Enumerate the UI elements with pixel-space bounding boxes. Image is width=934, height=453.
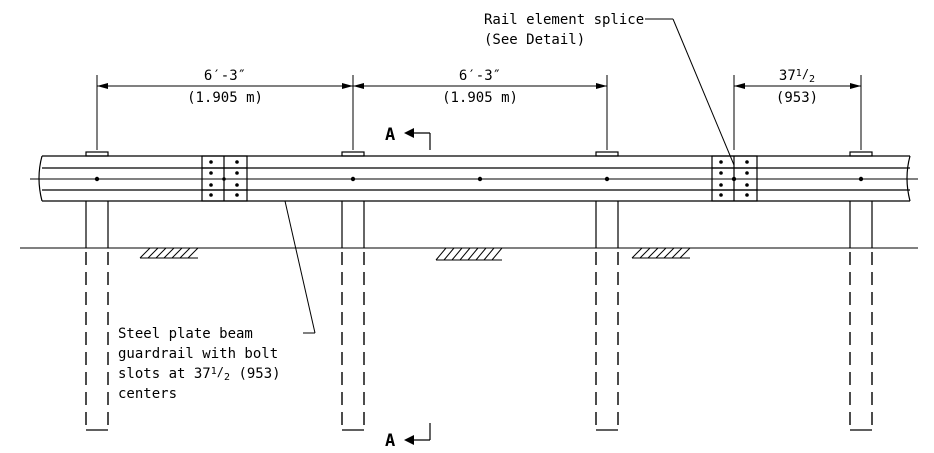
callout-splice: Rail element splice (See Detail) [484,12,735,166]
dimension-slot: 371/2 (953) [733,67,862,150]
callout-beam: Steel plate beam guardrail with bolt slo… [118,200,316,402]
section-marker-bottom: A [385,423,431,451]
span-1-metric-label: (1.905 m) [187,90,263,106]
splice-left [201,155,248,202]
bolt-points [94,176,864,182]
beam-callout-line1: Steel plate beam [118,326,253,342]
slot-dimension-label: 371/2 [779,67,815,85]
beam-callout-line4: centers [118,386,177,402]
span-1-imperial-label: 6′-3″ [204,68,246,84]
beam-callout-line3: slots at 371/2 (953) [118,365,281,383]
splice-callout-line2: (See Detail) [484,32,585,48]
soil-hatch-middle [435,247,503,261]
span-2-imperial-label: 6′-3″ [459,68,501,84]
soil-hatch-left [139,247,199,259]
span-2-metric-label: (1.905 m) [442,90,518,106]
post-caps [85,151,873,157]
post-4 [849,201,873,431]
soil-hatch-right [631,247,691,259]
dimension-span-2: 6′-3″ (1.905 m) [353,68,608,150]
dimension-span-1: 6′-3″ (1.905 m) [96,68,354,150]
post-2 [341,201,365,431]
splice-right [711,155,758,202]
post-3 [595,201,619,431]
slot-metric-label: (953) [776,90,818,106]
splice-callout-line1: Rail element splice [484,12,644,28]
post-1 [85,201,109,431]
beam-callout-line2: guardrail with bolt [118,346,278,362]
section-letter-top: A [385,125,395,145]
section-letter-bottom: A [385,431,395,451]
rail-beam [38,155,911,202]
section-marker-top: A [385,125,431,150]
